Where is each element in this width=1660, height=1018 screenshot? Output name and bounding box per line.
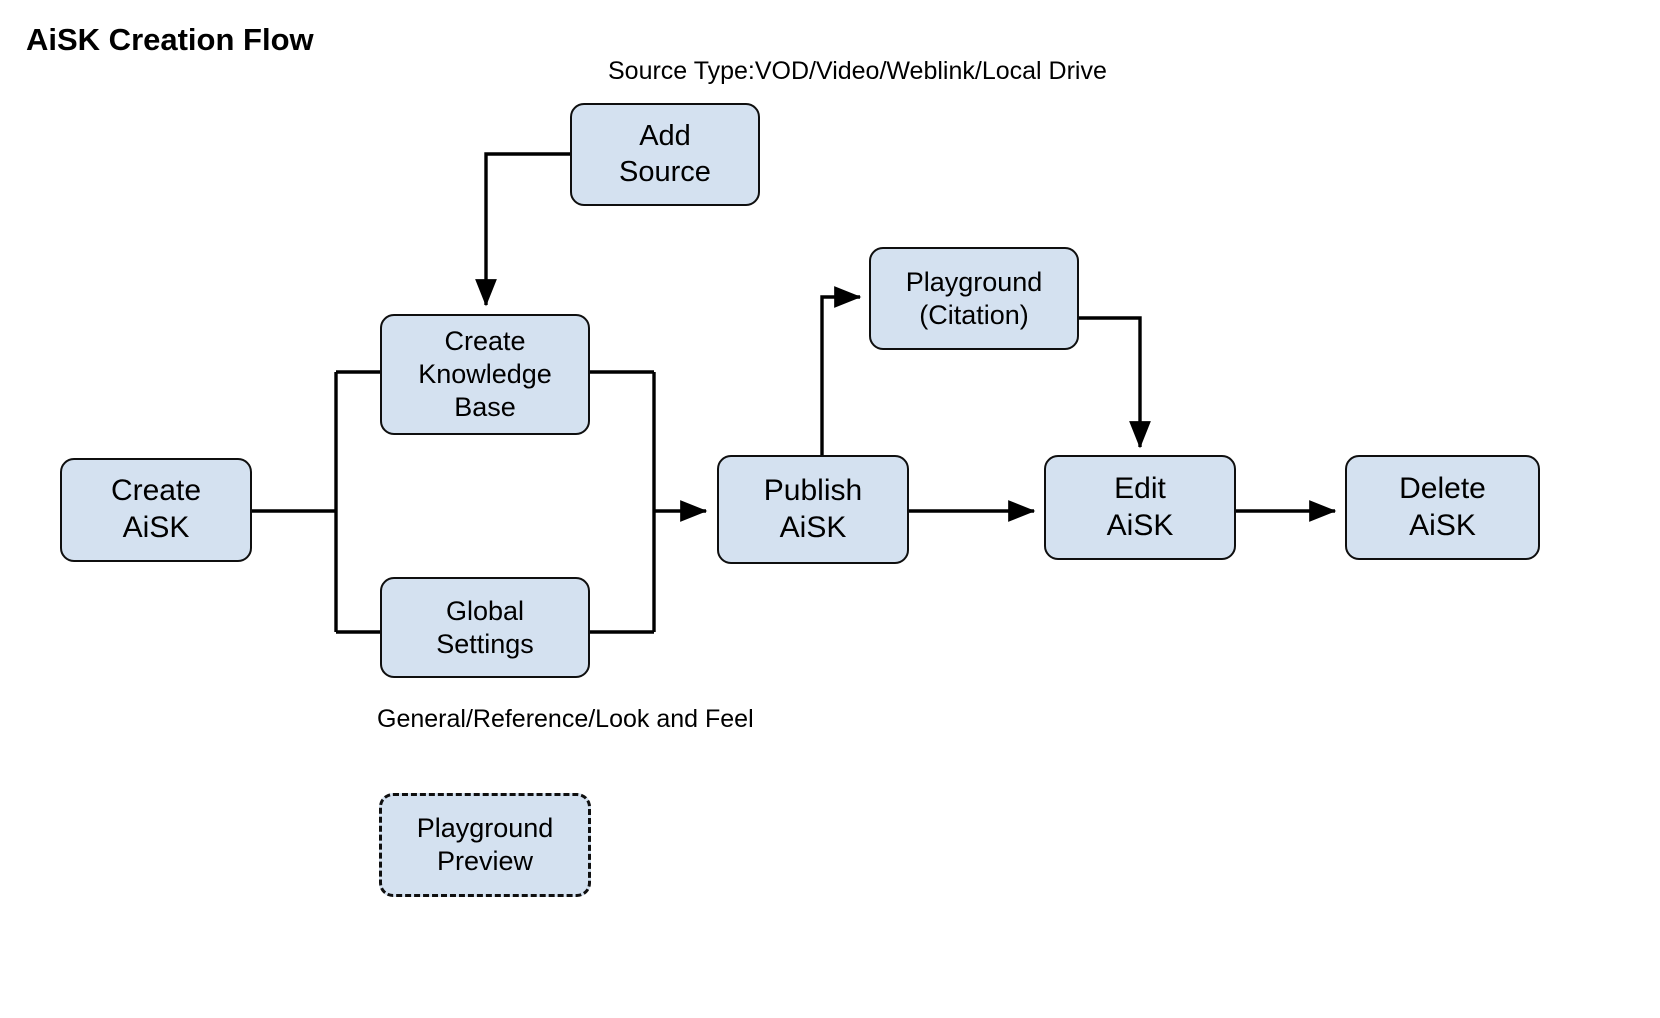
node-global-settings[interactable]: Global Settings (380, 577, 590, 678)
node-add-source[interactable]: Add Source (570, 103, 760, 206)
annotation-global-settings-detail: General/Reference/Look and Feel (377, 705, 754, 733)
node-delete-aisk[interactable]: Delete AiSK (1345, 455, 1540, 560)
node-playground-preview[interactable]: Playground Preview (379, 793, 591, 897)
node-create-knowledge-base[interactable]: Create Knowledge Base (380, 314, 590, 435)
node-publish-aisk[interactable]: Publish AiSK (717, 455, 909, 564)
node-edit-aisk[interactable]: Edit AiSK (1044, 455, 1236, 560)
node-playground-citation[interactable]: Playground (Citation) (869, 247, 1079, 350)
edge-add-source-to-create-kb (475, 152, 570, 307)
edge-publish-aisk-to-playground-citation (820, 286, 862, 455)
annotation-source-type: Source Type:VOD/Video/Weblink/Local Driv… (608, 57, 1107, 85)
edge-playground-citation-to-edit-aisk (1079, 316, 1151, 449)
page-title: AiSK Creation Flow (26, 22, 314, 57)
node-create-aisk[interactable]: Create AiSK (60, 458, 252, 562)
